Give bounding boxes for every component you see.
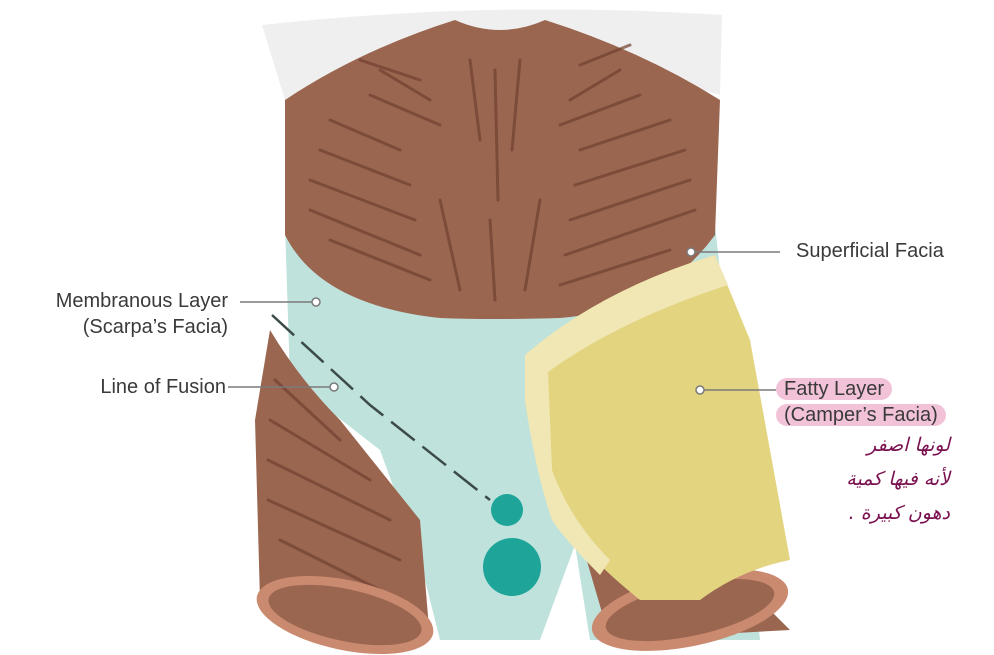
label-superficial-facia: Superficial Facia	[796, 238, 944, 264]
label-fatty-layer: Fatty Layer (Camper’s Facia)	[776, 376, 946, 428]
label-membranous-line1: Membranous Layer	[20, 288, 228, 314]
small-teal-circle	[491, 494, 523, 526]
abdominal-muscle	[285, 20, 720, 319]
note-line2: لأنه فيها كمية	[790, 462, 950, 496]
label-fatty-line2: (Camper’s Facia)	[776, 404, 946, 426]
large-teal-circle	[483, 538, 541, 596]
note-line1: لونها اصفر	[790, 428, 950, 462]
handwritten-note: لونها اصفر لأنه فيها كمية دهون كبيرة .	[790, 428, 950, 530]
label-fatty-line1: Fatty Layer	[776, 378, 892, 400]
label-membranous-line2: (Scarpa’s Facia)	[20, 314, 228, 340]
note-line3: دهون كبيرة .	[790, 496, 950, 530]
label-line-of-fusion: Line of Fusion	[20, 374, 226, 400]
label-membranous-layer: Membranous Layer (Scarpa’s Facia)	[20, 288, 228, 340]
